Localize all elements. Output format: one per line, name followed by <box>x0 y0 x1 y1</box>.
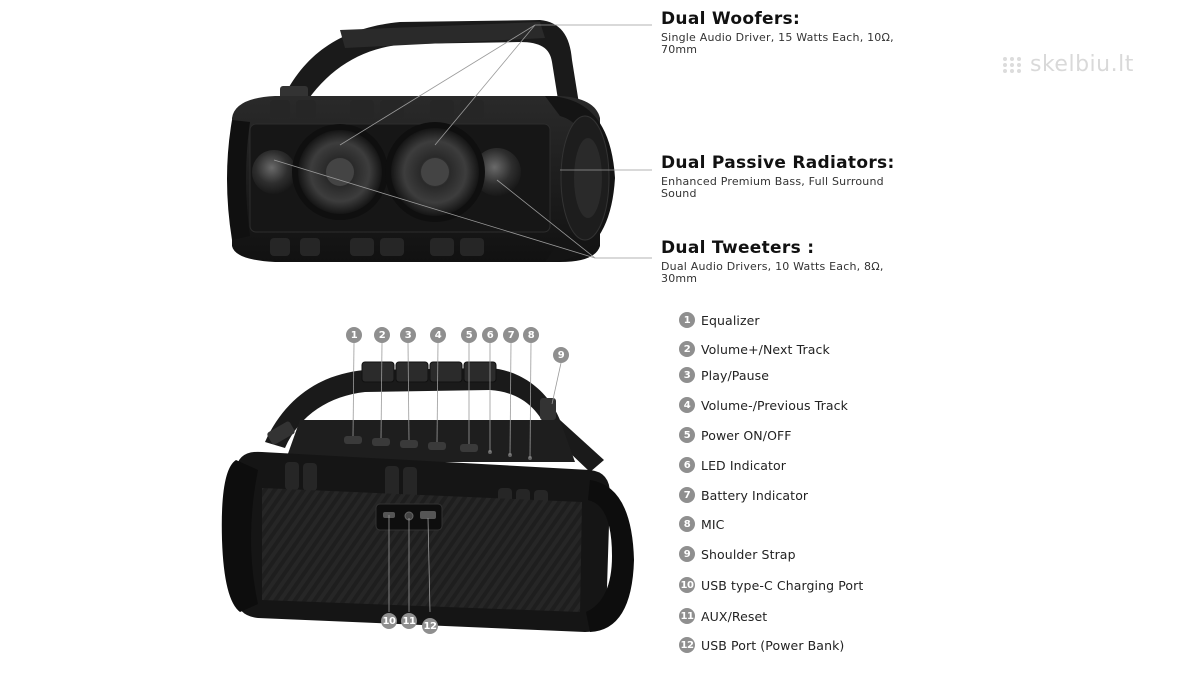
spec-radiators-desc: Enhanced Premium Bass, Full Surround Sou… <box>661 175 884 200</box>
callout-8: 8 <box>523 327 539 343</box>
spec-radiators: Dual Passive Radiators: Enhanced Premium… <box>661 153 951 200</box>
legend-item: 7 Battery Indicator <box>679 486 808 504</box>
legend-item: 11 AUX/Reset <box>679 607 767 625</box>
legend-badge: 10 <box>679 577 695 593</box>
legend-item: 3 Play/Pause <box>679 366 769 384</box>
legend-badge: 11 <box>679 608 695 624</box>
legend-badge: 2 <box>679 341 695 357</box>
legend-item: 1 Equalizer <box>679 311 760 329</box>
callout-9: 9 <box>553 347 569 363</box>
leader-lines-front <box>273 24 652 259</box>
watermark-logo-icon <box>1003 56 1022 73</box>
legend-item: 2 Volume+/Next Track <box>679 340 830 358</box>
callout-7: 7 <box>503 327 519 343</box>
legend-label: Power ON/OFF <box>701 427 792 443</box>
callout-12: 12 <box>422 618 438 634</box>
legend-item: 5 Power ON/OFF <box>679 426 792 444</box>
callout-3: 3 <box>400 327 416 343</box>
legend-label: Volume-/Previous Track <box>701 397 848 413</box>
legend-item: 10 USB type-C Charging Port <box>679 576 863 594</box>
callout-10: 10 <box>381 613 397 629</box>
callout-5: 5 <box>461 327 477 343</box>
legend-label: Shoulder Strap <box>701 546 796 562</box>
legend-label: Battery Indicator <box>701 487 809 503</box>
spec-tweeters-title: Dual Tweeters : <box>661 238 815 258</box>
legend-item: 8 MIC <box>679 515 725 533</box>
callout-6: 6 <box>482 327 498 343</box>
callout-4: 4 <box>430 327 446 343</box>
legend-item: 12 USB Port (Power Bank) <box>679 636 844 654</box>
spec-woofers-desc: Single Audio Driver, 15 Watts Each, 10Ω,… <box>661 31 894 56</box>
legend-badge: 12 <box>679 637 695 653</box>
legend-item: 6 LED Indicator <box>679 456 786 474</box>
legend-label: AUX/Reset <box>701 608 768 624</box>
spec-woofers: Dual Woofers: Single Audio Driver, 15 Wa… <box>661 9 951 56</box>
legend-badge: 8 <box>679 516 695 532</box>
legend-label: Equalizer <box>701 312 760 328</box>
legend-label: USB type-C Charging Port <box>701 577 864 593</box>
legend-badge: 7 <box>679 487 695 503</box>
watermark: skelbiu.lt <box>1003 52 1134 77</box>
rear-speaker <box>221 361 634 632</box>
callout-1: 1 <box>346 327 362 343</box>
legend-label: MIC <box>701 516 725 532</box>
front-speaker <box>227 20 615 262</box>
legend-item: 9 Shoulder Strap <box>679 545 796 563</box>
legend-label: USB Port (Power Bank) <box>701 637 845 653</box>
spec-radiators-title: Dual Passive Radiators: <box>661 153 895 173</box>
leader-lines-rear <box>352 342 562 613</box>
legend-item: 4 Volume-/Previous Track <box>679 396 848 414</box>
watermark-text: skelbiu.lt <box>1030 52 1134 77</box>
spec-woofers-title: Dual Woofers: <box>661 9 801 29</box>
legend-label: Play/Pause <box>701 367 770 383</box>
legend-label: LED Indicator <box>701 457 786 473</box>
spec-tweeters: Dual Tweeters : Dual Audio Drivers, 10 W… <box>661 238 951 285</box>
legend-badge: 6 <box>679 457 695 473</box>
legend-label: Volume+/Next Track <box>701 341 830 357</box>
callout-2: 2 <box>374 327 390 343</box>
legend-badge: 5 <box>679 427 695 443</box>
legend-badge: 4 <box>679 397 695 413</box>
legend-badge: 3 <box>679 367 695 383</box>
legend-badge: 1 <box>679 312 695 328</box>
callout-11: 11 <box>401 613 417 629</box>
legend-badge: 9 <box>679 546 695 562</box>
spec-tweeters-desc: Dual Audio Drivers, 10 Watts Each, 8Ω, 3… <box>661 260 884 285</box>
